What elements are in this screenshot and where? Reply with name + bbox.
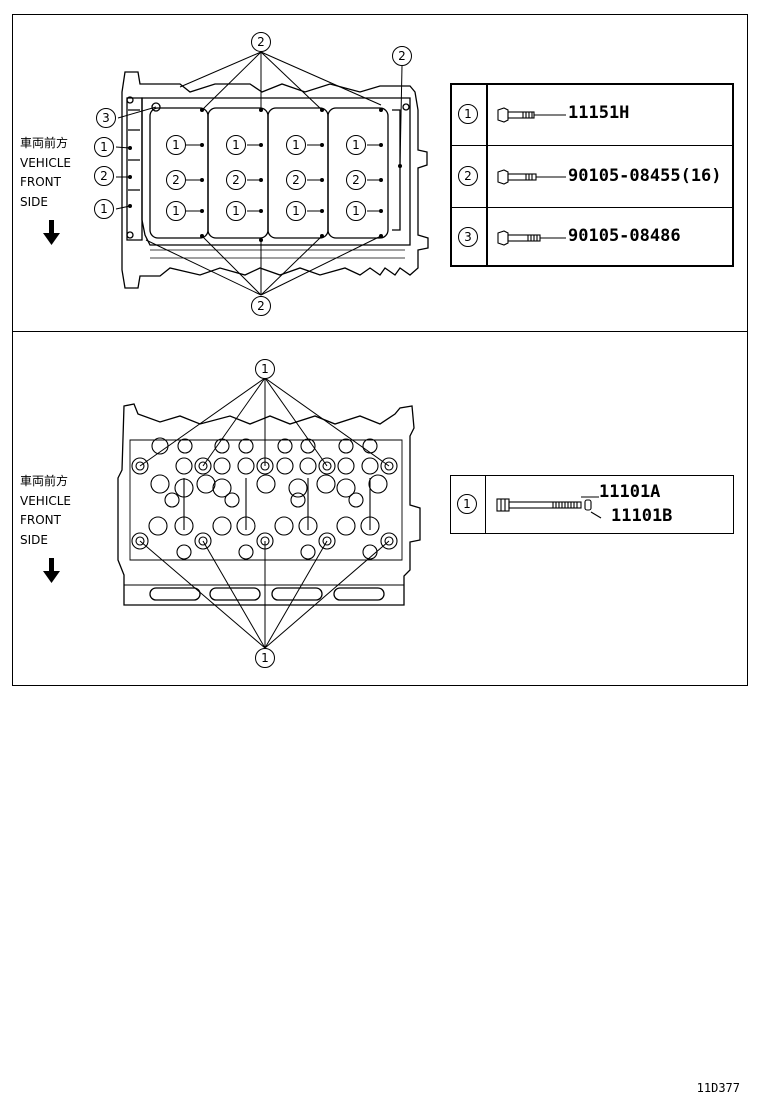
- bolt-number: 1: [166, 201, 186, 221]
- callout-top: 2: [251, 32, 271, 52]
- parts-row: 2 90105-08455(16): [452, 145, 732, 208]
- callout-left-1: 1: [94, 137, 114, 157]
- bolt-number: 1: [166, 135, 186, 155]
- down-arrow-icon: [43, 220, 60, 245]
- ref-number: 1: [458, 104, 478, 124]
- bolt-number: 2: [226, 170, 246, 190]
- down-arrow-icon: [43, 558, 60, 583]
- callout-top-right: 2: [392, 46, 412, 66]
- part-number: 11151H: [568, 103, 630, 123]
- bolt-icon: [497, 169, 566, 185]
- bolt-number: 1: [226, 201, 246, 221]
- ref-cell: 1: [451, 476, 486, 533]
- side-label-line: VEHICLE: [20, 155, 71, 170]
- bolt-icon: [497, 230, 566, 246]
- vehicle-front-side-label: 車両前方 VEHICLE FRONT SIDE: [20, 472, 71, 550]
- part-number-bolt: 11101A: [599, 482, 661, 502]
- vehicle-front-side-label: 車両前方 VEHICLE FRONT SIDE: [20, 134, 71, 212]
- ref-number: 3: [458, 227, 478, 247]
- cylinder-head-top-view-drawing: [115, 51, 429, 296]
- bolt-number: 1: [286, 135, 306, 155]
- callout-left-3: 3: [96, 108, 116, 128]
- side-label-line: 車両前方: [20, 474, 69, 488]
- chamber-4: [149, 107, 209, 239]
- head-outline: [121, 71, 429, 289]
- bolt-and-washer-icon: [496, 496, 602, 519]
- bolt-number: 2: [346, 170, 366, 190]
- parts-row: 1 11151H: [452, 85, 732, 145]
- bottom-panel: [12, 331, 748, 686]
- diagram-code: 11D377: [696, 1081, 740, 1095]
- part-number-washer: 11101B: [611, 506, 673, 526]
- ref-number: 1: [457, 494, 477, 514]
- part-number: 90105-08486: [568, 226, 681, 246]
- ref-cell: 2: [452, 146, 488, 208]
- ref-number: 2: [458, 166, 478, 186]
- part-number: 90105-08455(16): [568, 166, 722, 186]
- parts-table-bottom: 1 11101A 11101B: [450, 475, 734, 534]
- side-label-line: VEHICLE: [20, 493, 71, 508]
- bolt-number: 2: [166, 170, 186, 190]
- side-label-line: FRONT: [20, 175, 61, 189]
- ref-cell: 1: [452, 85, 488, 145]
- top-panel: [12, 14, 748, 332]
- cylinder-head-bottom-view-drawing: [117, 377, 421, 649]
- bolt-number: 1: [226, 135, 246, 155]
- bolt-number: 1: [346, 135, 366, 155]
- parts-row: 3 90105-08486: [452, 207, 732, 266]
- callout-left-2: 2: [94, 166, 114, 186]
- bolt-number: 1: [346, 201, 366, 221]
- parts-row: 1 11101A 11101B: [451, 476, 733, 533]
- side-label-line: FRONT: [20, 513, 61, 527]
- bolt-number: 1: [286, 201, 306, 221]
- bolt-icon: [497, 107, 566, 123]
- callout-top: 1: [255, 359, 275, 379]
- chamber-3: [327, 107, 389, 239]
- side-label-line: SIDE: [20, 194, 48, 209]
- bolt-number: 2: [286, 170, 306, 190]
- callout-left-1: 1: [94, 199, 114, 219]
- parts-table-top: 1 11151H 2 90105-08455(16) 3: [450, 83, 734, 267]
- side-label-line: 車両前方: [20, 136, 69, 150]
- head-outline: [117, 403, 421, 606]
- side-label-line: SIDE: [20, 532, 48, 547]
- callout-bottom: 1: [255, 648, 275, 668]
- ref-cell: 3: [452, 208, 488, 266]
- callout-bottom: 2: [251, 296, 271, 316]
